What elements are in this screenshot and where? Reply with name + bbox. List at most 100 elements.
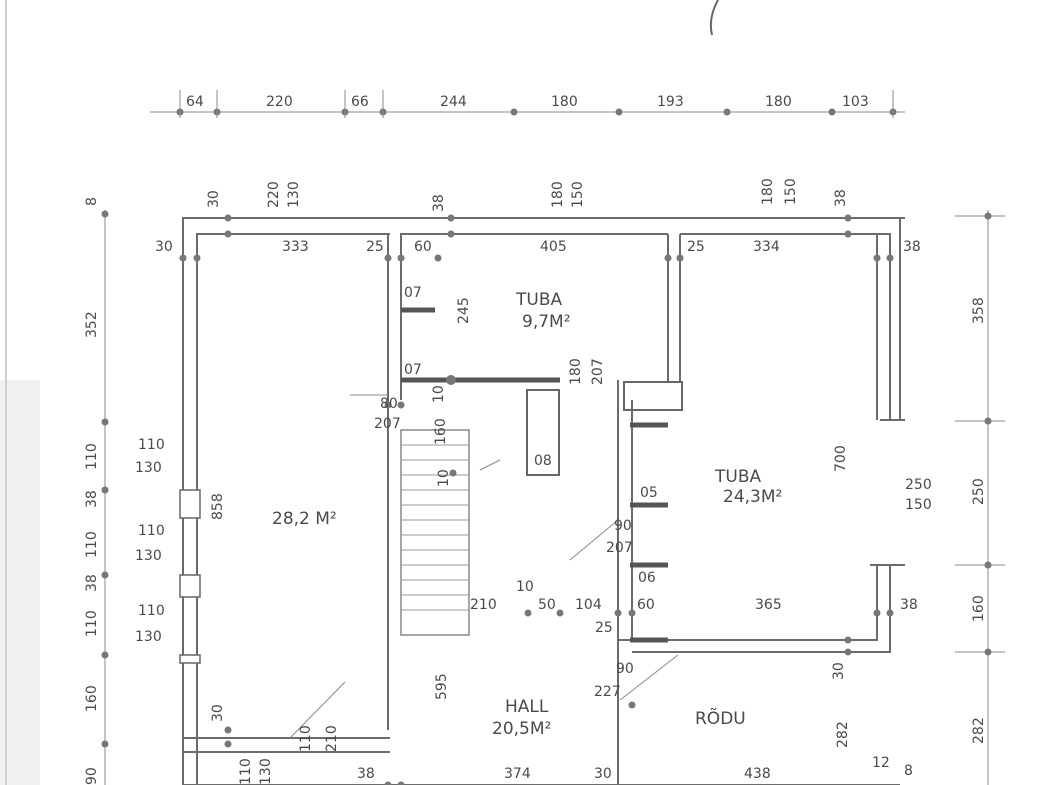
dim-label: 130: [135, 460, 162, 476]
dim-label: 110: [138, 603, 165, 619]
dim-label: 08: [534, 453, 552, 469]
dim-label: 38: [431, 194, 447, 212]
outer-walls: [182, 217, 905, 785]
dim-label: 130: [135, 629, 162, 645]
dim-label: 130: [258, 758, 274, 785]
dim-label: 104: [575, 597, 602, 613]
dim-label: 25: [595, 620, 613, 636]
dim-label: 30: [594, 766, 612, 782]
staircase: [400, 429, 470, 636]
dim-label: 30: [210, 704, 226, 722]
dim-label: 05: [640, 485, 658, 501]
room-area-hall: 20,5M²: [492, 719, 551, 739]
dim-label: 38: [84, 574, 100, 592]
room-area-left: 28,2 M²: [272, 509, 337, 529]
dim-label: 374: [504, 766, 531, 782]
top-dim-5: 193: [657, 94, 684, 110]
room-area-tuba-small: 9,7M²: [522, 312, 571, 332]
dim-label: 130: [135, 548, 162, 564]
top-dim-0: 64: [186, 94, 204, 110]
dim-label: 150: [570, 181, 586, 208]
dim-label: 352: [84, 311, 100, 338]
dim-label: 07: [404, 362, 422, 378]
dim-label: 207: [606, 540, 633, 556]
dim-label: 80: [380, 396, 398, 412]
left-windows: [179, 489, 201, 664]
top-dim-1: 220: [266, 94, 293, 110]
dim-label: 10: [516, 579, 534, 595]
top-dim-6: 180: [765, 94, 792, 110]
dim-label: 110: [138, 437, 165, 453]
dim-label: 245: [456, 297, 472, 324]
dim-label: 90: [616, 661, 634, 677]
room-area-tuba-big: 24,3M²: [723, 487, 782, 507]
dim-label: 110: [84, 610, 100, 637]
dim-label: 30: [155, 239, 173, 255]
dim-label: 8: [84, 197, 100, 206]
top-dim-7: 103: [842, 94, 869, 110]
dim-label: 50: [538, 597, 556, 613]
dim-label: 25: [366, 239, 384, 255]
top-dim-3: 244: [440, 94, 467, 110]
top-dim-4: 180: [551, 94, 578, 110]
left-dimension-line: [101, 210, 109, 785]
top-dimension-line: [150, 90, 905, 118]
dim-label: 358: [971, 297, 987, 324]
dim-label: 160: [84, 685, 100, 712]
dim-label: 227: [594, 684, 621, 700]
dim-label: 38: [903, 239, 921, 255]
pen-mark: [709, 0, 719, 36]
dim-label: 30: [831, 662, 847, 680]
dim-label: 12: [872, 755, 890, 771]
dim-label: 110: [84, 443, 100, 470]
room-name-hall: HALL: [505, 697, 549, 717]
dim-label: 60: [637, 597, 655, 613]
door-swings: [289, 394, 679, 739]
dim-label: 180: [760, 178, 776, 205]
dim-label: 60: [414, 239, 432, 255]
dim-label: 207: [374, 416, 401, 432]
dim-label: 110: [298, 725, 314, 752]
dim-label: 207: [590, 358, 606, 385]
inner-walls: [387, 234, 905, 730]
room-labels: TUBA 9,7M² TUBA 24,3M² 28,2 M² HALL 20,5…: [272, 290, 782, 739]
dim-label: 160: [433, 418, 449, 445]
dimension-labels: 30 220 130 38 180 150 180 150 38 8 30 33…: [84, 178, 987, 785]
dim-label: 282: [835, 721, 851, 748]
room-name-tuba-big: TUBA: [714, 467, 761, 487]
dim-label: 10: [436, 469, 452, 487]
dim-label: 282: [971, 717, 987, 744]
wall-node-dots: [179, 214, 894, 785]
dim-label: 250: [971, 478, 987, 505]
dim-label: 90: [84, 767, 100, 785]
dim-label: 150: [905, 497, 932, 513]
dim-label: 405: [540, 239, 567, 255]
dim-label: 38: [900, 597, 918, 613]
dim-label: 07: [404, 285, 422, 301]
dim-label: 333: [282, 239, 309, 255]
dim-label: 10: [431, 385, 447, 403]
room-name-tuba-small: TUBA: [515, 290, 562, 310]
dim-label: 8: [904, 763, 913, 779]
dim-label: 38: [833, 189, 849, 207]
dim-label: 438: [744, 766, 771, 782]
dim-label: 210: [324, 725, 340, 752]
dim-label: 150: [783, 178, 799, 205]
dim-label: 38: [84, 490, 100, 508]
dim-label: 30: [206, 190, 222, 208]
dim-label: 38: [357, 766, 375, 782]
dim-label: 858: [210, 493, 226, 520]
dim-label: 06: [638, 570, 656, 586]
top-dim-2: 66: [351, 94, 369, 110]
dim-label: 220: [266, 181, 282, 208]
dim-label: 334: [753, 239, 780, 255]
dim-label: 180: [550, 181, 566, 208]
dim-label: 110: [138, 523, 165, 539]
dim-label: 180: [568, 358, 584, 385]
dim-label: 110: [238, 758, 254, 785]
dim-label: 250: [905, 477, 932, 493]
dim-label: 365: [755, 597, 782, 613]
dim-label: 210: [470, 597, 497, 613]
